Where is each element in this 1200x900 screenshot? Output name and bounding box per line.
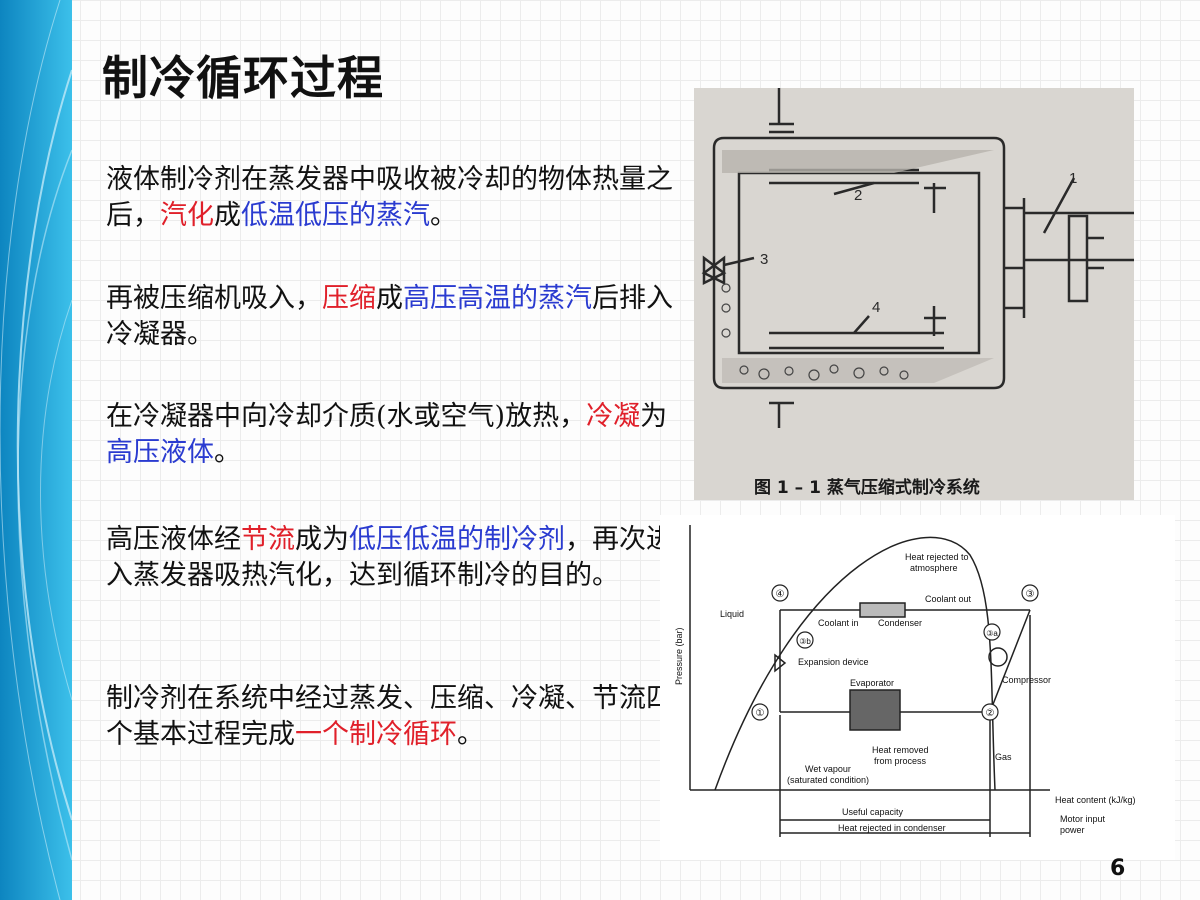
coolant-out-label: Coolant out — [925, 594, 972, 604]
label-4: 4 — [872, 299, 880, 316]
slide-title: 制冷循环过程 — [102, 51, 384, 105]
heat-rejected-condenser-label: Heat rejected in condenser — [838, 823, 946, 833]
label-3: 3 — [760, 251, 768, 268]
evaporator-label: Evaporator — [850, 678, 894, 688]
liquid-label: Liquid — [720, 609, 744, 619]
text-segment: 液体制冷剂在蒸发器中吸收被冷却的物体热量之后， — [106, 164, 673, 231]
highlight-red: 压缩 — [322, 283, 376, 314]
paragraph-summary: 制冷剂在系统中经过蒸发、压缩、冷凝、节流四个基本过程完成一个制冷循环。 — [106, 681, 674, 753]
highlight-red: 一个制冷循环 — [295, 719, 457, 750]
compressor-label: Compressor — [1002, 675, 1051, 685]
highlight-blue: 低温低压的蒸汽 — [241, 200, 430, 231]
paragraph-evaporation: 液体制冷剂在蒸发器中吸收被冷却的物体热量之后，汽化成低温低压的蒸汽。 — [106, 162, 674, 234]
text-segment: 在冷凝器中向冷却介质(水或空气)放热， — [106, 401, 587, 432]
text-segment: 再被压缩机吸入， — [106, 283, 322, 314]
text-segment: ，再次进入蒸发器吸热汽化，达到循环制冷的目的。 — [106, 524, 673, 591]
power-label: power — [1060, 825, 1085, 835]
point-3: ③ — [1026, 589, 1035, 600]
text-segment: 后排入冷凝器。 — [106, 283, 673, 350]
useful-capacity-label: Useful capacity — [842, 807, 904, 817]
text-segment: 高压液体经 — [106, 524, 241, 555]
schematic-diagram: 1 2 3 4 图 1 – 1 蒸气压缩式制冷系统 — [701, 88, 1134, 498]
text-segment: 。 — [430, 200, 457, 231]
highlight-red: 汽化 — [160, 200, 214, 231]
heat-removed-label: Heat removed — [872, 745, 929, 755]
text-segment: 为 — [640, 401, 668, 432]
text-segment: 成 — [214, 200, 241, 231]
paragraph-compression: 再被压缩机吸入，压缩成高压高温的蒸汽后排入冷凝器。 — [106, 281, 674, 353]
highlight-blue: 高压液体 — [106, 437, 214, 468]
point-4: ④ — [776, 589, 785, 600]
figure-vapor-compression-system: 1 2 3 4 图 1 – 1 蒸气压缩式制冷系统 — [694, 88, 1134, 500]
pressure-axis-label: Pressure (bar) — [674, 627, 684, 685]
figure-pressure-enthalpy-diagram: ① ② ③ ④ ③b ③a Heat rejected to atmospher… — [660, 515, 1175, 860]
saturation-dome — [714, 536, 996, 791]
highlight-red: 冷凝 — [586, 401, 641, 432]
label-2: 2 — [854, 187, 862, 204]
figure1-caption: 图 1 – 1 蒸气压缩式制冷系统 — [754, 477, 980, 498]
wet-vapour-label: Wet vapour — [805, 764, 851, 774]
expansion-device-label: Expansion device — [798, 657, 869, 667]
text-segment: 。 — [214, 437, 241, 468]
text-segment: 成 — [376, 283, 403, 314]
point-2: ② — [986, 708, 995, 719]
point-1: ① — [756, 708, 765, 719]
ph-diagram: ① ② ③ ④ ③b ③a Heat rejected to atmospher… — [674, 525, 1136, 837]
label-1: 1 — [1069, 170, 1077, 187]
text-segment: 。 — [457, 719, 484, 750]
heat-content-axis-label: Heat content (kJ/kg) — [1055, 795, 1136, 805]
condenser-label: Condenser — [878, 618, 922, 628]
point-3b: ③b — [799, 637, 811, 646]
atmosphere-label: atmosphere — [910, 563, 958, 573]
saturated-condition-label: (saturated condition) — [787, 775, 869, 785]
page-number: 6 — [1110, 856, 1126, 881]
point-3a: ③a — [986, 629, 998, 638]
highlight-blue: 高压高温的蒸汽 — [403, 283, 592, 314]
text-segment: 制冷剂在系统中经过蒸发、压缩、冷凝、节流四个基本过程完成 — [106, 683, 673, 750]
highlight-blue: 低压低温的制冷剂 — [349, 524, 565, 555]
heat-rejected-label: Heat rejected to — [905, 552, 969, 562]
motor-input-label: Motor input — [1060, 814, 1106, 824]
left-decorative-bar — [0, 0, 72, 900]
coolant-in-label: Coolant in — [818, 618, 859, 628]
gas-label: Gas — [995, 752, 1012, 762]
wave-decoration — [0, 0, 72, 900]
highlight-red: 节流 — [241, 524, 295, 555]
text-segment: 成为 — [295, 524, 349, 555]
from-process-label: from process — [874, 756, 927, 766]
paragraph-condensation: 在冷凝器中向冷却介质(水或空气)放热，冷凝为高压液体。 — [106, 399, 674, 471]
paragraph-throttling: 高压液体经节流成为低压低温的制冷剂，再次进入蒸发器吸热汽化，达到循环制冷的目的。 — [106, 522, 674, 632]
